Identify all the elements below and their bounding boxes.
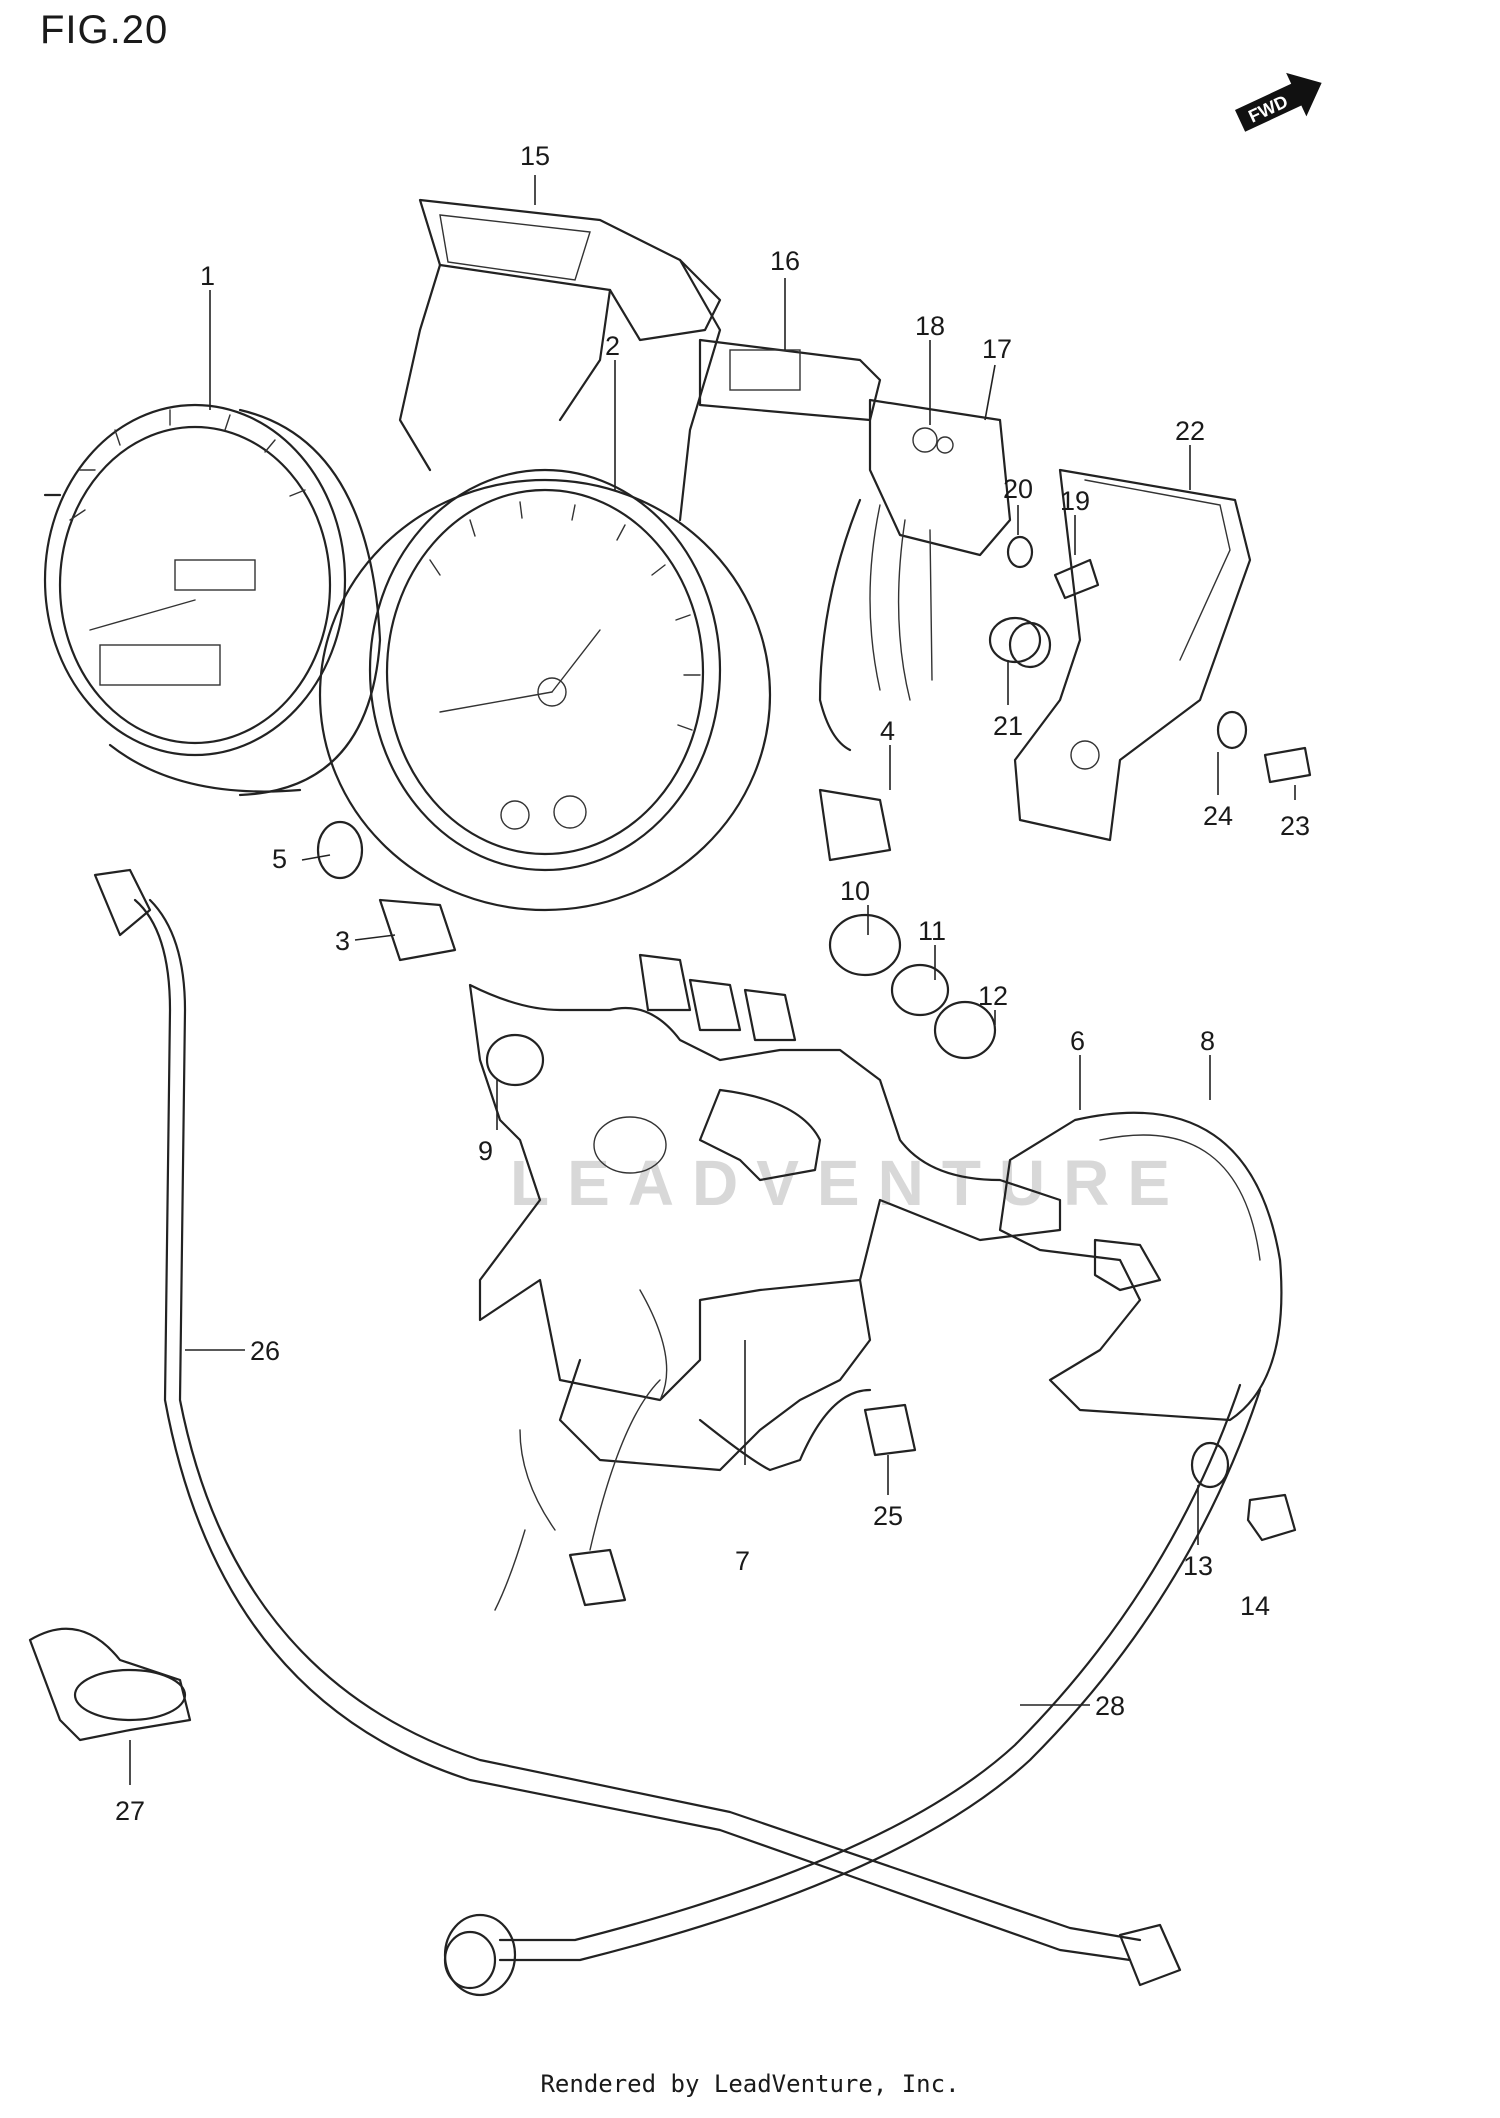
callout-21: 21: [993, 711, 1023, 741]
callout-1: 1: [200, 261, 215, 291]
callout-26: 26: [250, 1336, 280, 1366]
callout-11: 11: [918, 916, 946, 946]
callout-12: 12: [978, 981, 1008, 1011]
callout-20: 20: [1003, 474, 1033, 504]
wire-connector: [494, 1379, 661, 1611]
callout-8: 8: [1200, 1026, 1215, 1056]
callout-22: 22: [1175, 416, 1205, 446]
callout-6: 6: [1070, 1026, 1085, 1056]
tachometer-gauge: [318, 468, 772, 912]
meter-base-bracket: [468, 983, 1062, 1472]
fasteners-lower: [863, 1403, 1297, 1542]
callout-17: 17: [982, 334, 1012, 364]
footer-credit: Rendered by LeadVenture, Inc.: [540, 2070, 960, 2098]
leader-lines: [129, 175, 1296, 1785]
callout-14: 14: [1240, 1591, 1270, 1621]
callout-10: 10: [840, 876, 870, 906]
callout-23: 23: [1280, 811, 1310, 841]
callout-7: 7: [735, 1546, 750, 1576]
callout-25: 25: [873, 1501, 903, 1531]
callout-24: 24: [1203, 801, 1233, 831]
tachometer-cable: [443, 1383, 1262, 1997]
indicator-housing: [398, 198, 722, 522]
callout-9: 9: [478, 1136, 493, 1166]
fasteners-upper: [1006, 535, 1312, 784]
bulb-sockets: [316, 788, 997, 1087]
callout-28: 28: [1095, 1691, 1125, 1721]
cable-grommet: [28, 1627, 192, 1742]
callout-27: 27: [115, 1796, 145, 1826]
callout-4: 4: [880, 716, 895, 746]
callout-5: 5: [272, 844, 287, 874]
indicator-panel: [698, 338, 1012, 752]
callout-2: 2: [605, 331, 620, 361]
callout-13: 13: [1183, 1551, 1213, 1581]
speedometer-cable: [93, 868, 1182, 1987]
callout-3: 3: [335, 926, 350, 956]
callout-15: 15: [520, 141, 550, 171]
callout-numbers: 1 2 3 4 5 6 7 8 9 10 11 12 13 14 15 16 1…: [115, 141, 1310, 1826]
callout-16: 16: [770, 246, 800, 276]
side-cover: [988, 468, 1252, 842]
watermark-text: LEADVENTURE: [510, 1147, 1188, 1219]
speedometer-gauge: [43, 403, 382, 797]
figure-title: FIG.20: [40, 8, 169, 52]
fwd-arrow-icon: FWD: [1235, 72, 1322, 132]
callout-19: 19: [1060, 486, 1090, 516]
cable-holder: [998, 1111, 1283, 1422]
callout-18: 18: [915, 311, 945, 341]
